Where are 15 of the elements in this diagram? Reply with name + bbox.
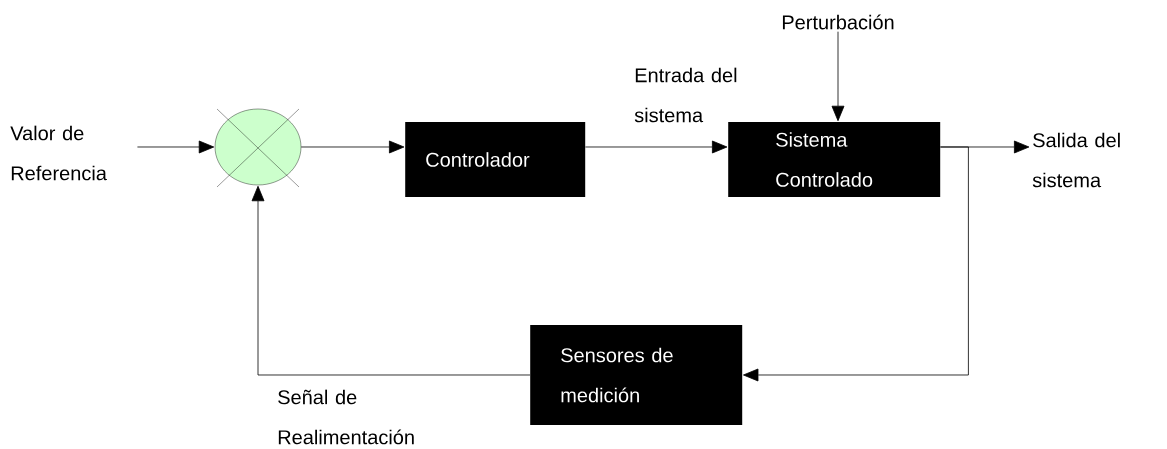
- signal-label: Salida del sistema: [1032, 132, 1120, 188]
- edge-label: Señal de Realimentación: [278, 389, 414, 445]
- arrow: [831, 31, 845, 122]
- signal-label: Valor de Referencia: [10, 125, 107, 181]
- arrow: [251, 185, 531, 376]
- block-box: Controlador: [405, 122, 586, 197]
- signal-label: Perturbación: [782, 14, 894, 30]
- arrow: [585, 140, 728, 154]
- arrow: [743, 146, 969, 382]
- arrow: [300, 140, 405, 154]
- arrow: [137, 140, 215, 154]
- block-box: Sistema Controlado: [728, 122, 941, 197]
- edge-label: Entrada del sistema: [634, 67, 737, 123]
- block-box: Sensores de medición: [530, 325, 743, 425]
- summing-junction: [214, 108, 302, 188]
